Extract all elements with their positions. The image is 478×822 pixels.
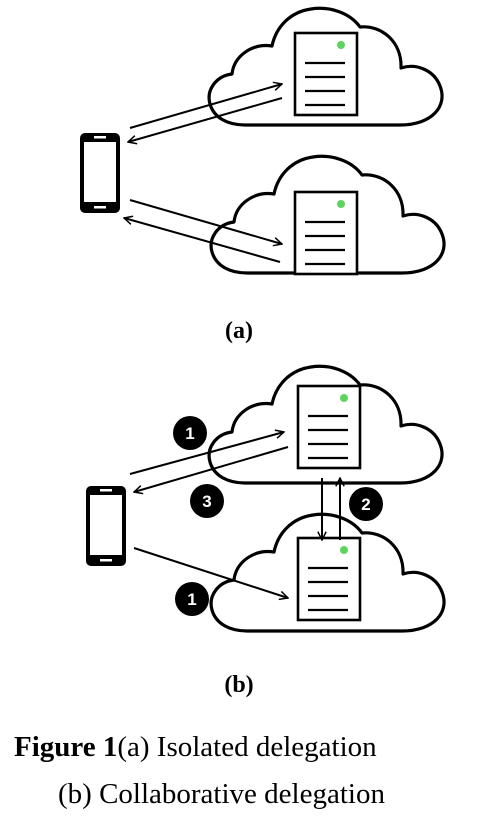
request-arrow bbox=[129, 84, 282, 129]
step-badge-label: 1 bbox=[187, 590, 196, 609]
step-badge-icon: 1 bbox=[175, 582, 209, 616]
delegate-arrow-step1-top bbox=[129, 432, 284, 475]
step-badge-label: 2 bbox=[361, 495, 370, 514]
response-arrow bbox=[124, 218, 281, 263]
response-arrow bbox=[128, 97, 283, 142]
request-arrow bbox=[129, 199, 282, 244]
figure-caption: Figure 1(a) Isolated delegation bbox=[14, 730, 377, 764]
panel-b: 1 3 2 1 bbox=[86, 364, 446, 633]
server-icon bbox=[296, 536, 362, 622]
figure-number: Figure 1 bbox=[14, 731, 118, 763]
panel-b-label: (b) bbox=[224, 672, 254, 698]
step-badge-icon: 1 bbox=[173, 416, 207, 450]
panel-a bbox=[80, 6, 446, 276]
smartphone-icon bbox=[80, 133, 120, 213]
caption-line2: (b) Collaborative delegation bbox=[58, 778, 385, 810]
server-icon bbox=[293, 31, 359, 117]
delegate-arrow-step1-bottom bbox=[133, 547, 288, 598]
step-badge-label: 3 bbox=[202, 492, 211, 511]
server-led bbox=[340, 394, 348, 402]
result-arrow-step3 bbox=[134, 446, 289, 492]
smartphone-icon bbox=[86, 486, 126, 566]
caption-line1: (a) Isolated delegation bbox=[117, 731, 377, 763]
step-badge-label: 1 bbox=[185, 424, 194, 443]
panel-a-label: (a) bbox=[225, 318, 253, 344]
server-led bbox=[340, 546, 348, 554]
step-badge-icon: 2 bbox=[349, 487, 383, 521]
step-badge-icon: 3 bbox=[190, 484, 224, 518]
server-led bbox=[337, 41, 345, 49]
server-icon bbox=[296, 384, 362, 470]
server-led bbox=[337, 200, 345, 208]
server-icon bbox=[293, 190, 359, 276]
